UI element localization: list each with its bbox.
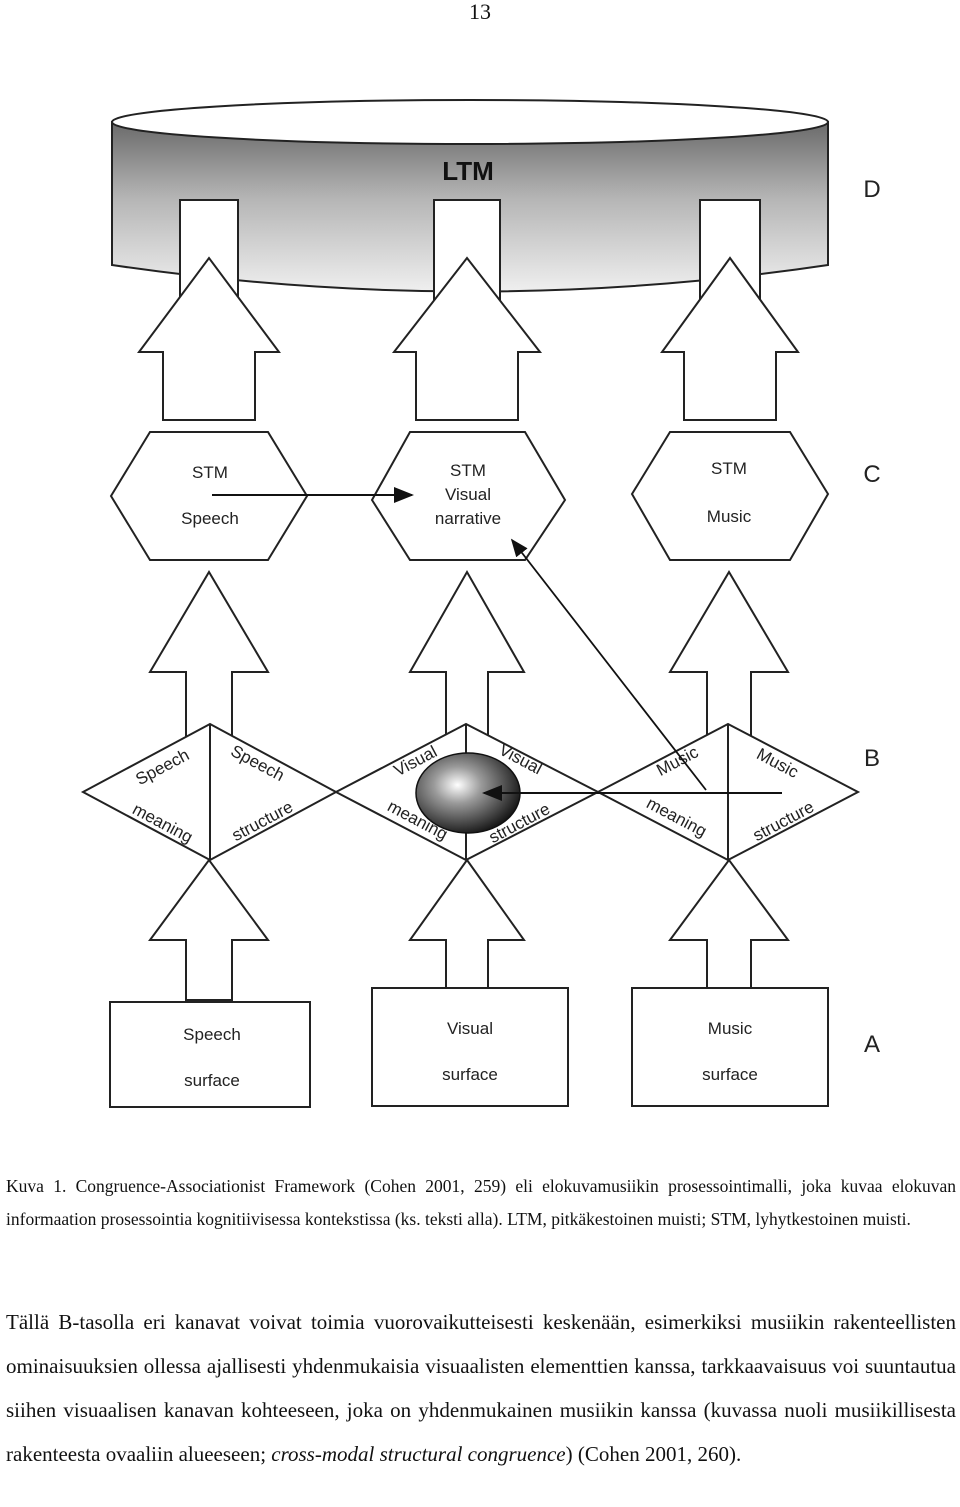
stm-music-hexagon [630,431,830,561]
speech-diamond [80,722,339,862]
arrows-c-to-d [137,199,800,421]
stm-speech-hexagon [109,431,309,561]
arrows-a-to-b [148,858,790,1001]
speech-surface-line2: surface [184,1071,240,1090]
visual-surface-line2: surface [442,1065,498,1084]
stm-speech-line2: Speech [181,509,239,528]
level-label-d: D [863,176,880,203]
page-number: 13 [469,0,491,24]
speech-surface-box [109,1001,311,1108]
body-text-end: ) (Cohen 2001, 260). [565,1442,742,1466]
stm-visual-line2: Visual [445,485,491,504]
figure-caption: Kuva 1. Congruence-Associationist Framew… [6,1176,956,1229]
level-label-a: A [864,1031,880,1058]
visual-surface-box [371,987,569,1107]
stm-visual-hexagon [370,431,567,561]
music-surface-line2: surface [702,1065,758,1084]
visual-surface-line1: Visual [447,1019,493,1038]
music-surface-box [631,987,829,1107]
stm-speech-line1: STM [192,463,228,482]
stm-visual-line1: STM [450,461,486,480]
stm-visual-line3: narrative [435,509,501,528]
speech-surface-line1: Speech [183,1025,241,1044]
body-text-italic: cross-modal structural congruence [271,1442,566,1466]
music-surface-line1: Music [708,1019,753,1038]
body-text-main: Tällä B-tasolla eri kanavat voivat toimi… [6,1310,956,1466]
arrows-b-to-c [148,569,790,741]
stm-music-line2: Music [707,507,752,526]
level-label-c: C [863,461,880,488]
music-to-visual-stm-arrow [510,538,707,791]
framework-diagram: LTM D STM Speech STM Visual narrative ST… [80,99,881,1108]
body-paragraph: Tällä B-tasolla eri kanavat voivat toimi… [6,1300,956,1476]
stm-music-line1: STM [711,459,747,478]
level-label-b: B [864,745,880,772]
ltm-label: LTM [442,156,494,186]
